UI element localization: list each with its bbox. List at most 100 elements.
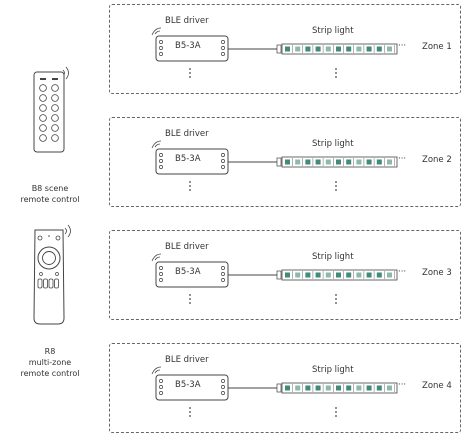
remote-button-icon [51, 104, 59, 112]
terminal-icon [221, 52, 225, 56]
zone-2-label: Zone 2 [422, 155, 452, 165]
led-strip-icon [276, 43, 398, 55]
more-strips-dot [335, 415, 337, 417]
remote-button-icon [51, 114, 59, 122]
zone-2-strip-label: Strip light [312, 139, 354, 149]
more-strips-dot [335, 302, 337, 304]
zone-2-ellipsis: ··· [398, 154, 407, 164]
zone-4-driver-label: BLE driver [165, 355, 209, 365]
remote-button-icon [51, 94, 59, 102]
wireless-signal-icon [151, 366, 162, 375]
zone-4-driver-model: B5-3A [175, 380, 201, 390]
r8-remote-line2: multi-zone [28, 358, 72, 367]
more-drivers-dot [189, 302, 191, 304]
more-strips-dot [335, 68, 337, 70]
more-drivers-dot [189, 407, 191, 409]
more-drivers-dot [189, 185, 191, 187]
terminal-icon [159, 272, 163, 276]
b8-remote-icon [33, 66, 69, 153]
zone-frame-4 [109, 343, 461, 433]
r8-remote-label: R8 multi-zone remote control [10, 346, 90, 379]
more-strips-dot [335, 76, 337, 78]
more-strips-dot [335, 294, 337, 296]
r8-remote-name: R8 [44, 347, 56, 356]
remote-button-icon [39, 124, 47, 132]
wireless-signal-icon [151, 27, 162, 36]
r8-remote-icon [33, 224, 71, 325]
zone-4-strip-label: Strip light [312, 365, 354, 375]
zone-frame-2 [109, 117, 461, 207]
b8-remote-subtitle: remote control [20, 195, 80, 204]
terminal-icon [159, 52, 163, 56]
more-strips-dot [335, 72, 337, 74]
terminal-icon [221, 46, 225, 50]
zone-3-label: Zone 3 [422, 268, 452, 278]
terminal-icon [221, 379, 225, 383]
remote-button-icon [51, 134, 59, 142]
terminal-icon [221, 266, 225, 270]
led-strip-icon [276, 156, 398, 168]
terminal-icon [221, 159, 225, 163]
terminal-icon [221, 153, 225, 157]
more-drivers-dot [189, 415, 191, 417]
terminal-icon [159, 379, 163, 383]
more-drivers-dot [189, 68, 191, 70]
more-drivers-dot [189, 411, 191, 413]
b8-remote-label: B8 scene remote control [10, 183, 90, 205]
remote-button-icon [39, 114, 47, 122]
terminal-icon [159, 391, 163, 395]
terminal-icon [159, 153, 163, 157]
remote-button-icon [39, 94, 47, 102]
terminal-icon [159, 278, 163, 282]
zone-4-drawing [151, 366, 398, 417]
remote-button-icon [39, 104, 47, 112]
zone-3-strip-label: Strip light [312, 252, 354, 262]
zone-1-ellipsis: ··· [398, 41, 407, 51]
terminal-icon [159, 46, 163, 50]
zone-4-label: Zone 4 [422, 381, 452, 391]
terminal-icon [159, 40, 163, 44]
zone-2-driver-label: BLE driver [165, 129, 209, 139]
zone-frame-3 [109, 230, 461, 320]
more-drivers-dot [189, 181, 191, 183]
zone-2-driver-model: B5-3A [175, 154, 201, 164]
zone-1-drawing [151, 27, 398, 78]
terminal-icon [159, 165, 163, 169]
more-drivers-dot [189, 72, 191, 74]
led-strip-icon [276, 382, 398, 394]
zones-drawing [151, 27, 398, 417]
terminal-icon [159, 385, 163, 389]
more-strips-dot [335, 298, 337, 300]
terminal-icon [221, 40, 225, 44]
terminal-icon [159, 159, 163, 163]
terminal-icon [221, 272, 225, 276]
wireless-signal-icon [151, 253, 162, 262]
terminal-icon [221, 165, 225, 169]
remote-button-icon [51, 124, 59, 132]
terminal-icon [159, 266, 163, 270]
r8-remote-subtitle: remote control [20, 369, 80, 378]
more-strips-dot [335, 181, 337, 183]
more-drivers-dot [189, 298, 191, 300]
b8-remote-name: B8 scene [31, 184, 69, 193]
zone-3-ellipsis: ··· [398, 267, 407, 277]
zone-1-driver-model: B5-3A [175, 41, 201, 51]
led-strip-icon [276, 269, 398, 281]
more-strips-dot [335, 189, 337, 191]
remotes [33, 66, 71, 325]
more-strips-dot [335, 185, 337, 187]
remote-button-icon [51, 84, 59, 92]
remote-button-icon [39, 134, 47, 142]
zone-3-driver-label: BLE driver [165, 242, 209, 252]
zone-3-drawing [151, 253, 398, 304]
zone-4-ellipsis: ··· [398, 380, 407, 390]
terminal-icon [221, 391, 225, 395]
zone-1-strip-label: Strip light [312, 26, 354, 36]
zone-frame-1 [109, 4, 461, 94]
terminal-icon [221, 278, 225, 282]
zone-1-driver-label: BLE driver [165, 16, 209, 26]
more-strips-dot [335, 411, 337, 413]
zone-2-drawing [151, 140, 398, 191]
more-strips-dot [335, 407, 337, 409]
zone-1-label: Zone 1 [422, 42, 452, 52]
